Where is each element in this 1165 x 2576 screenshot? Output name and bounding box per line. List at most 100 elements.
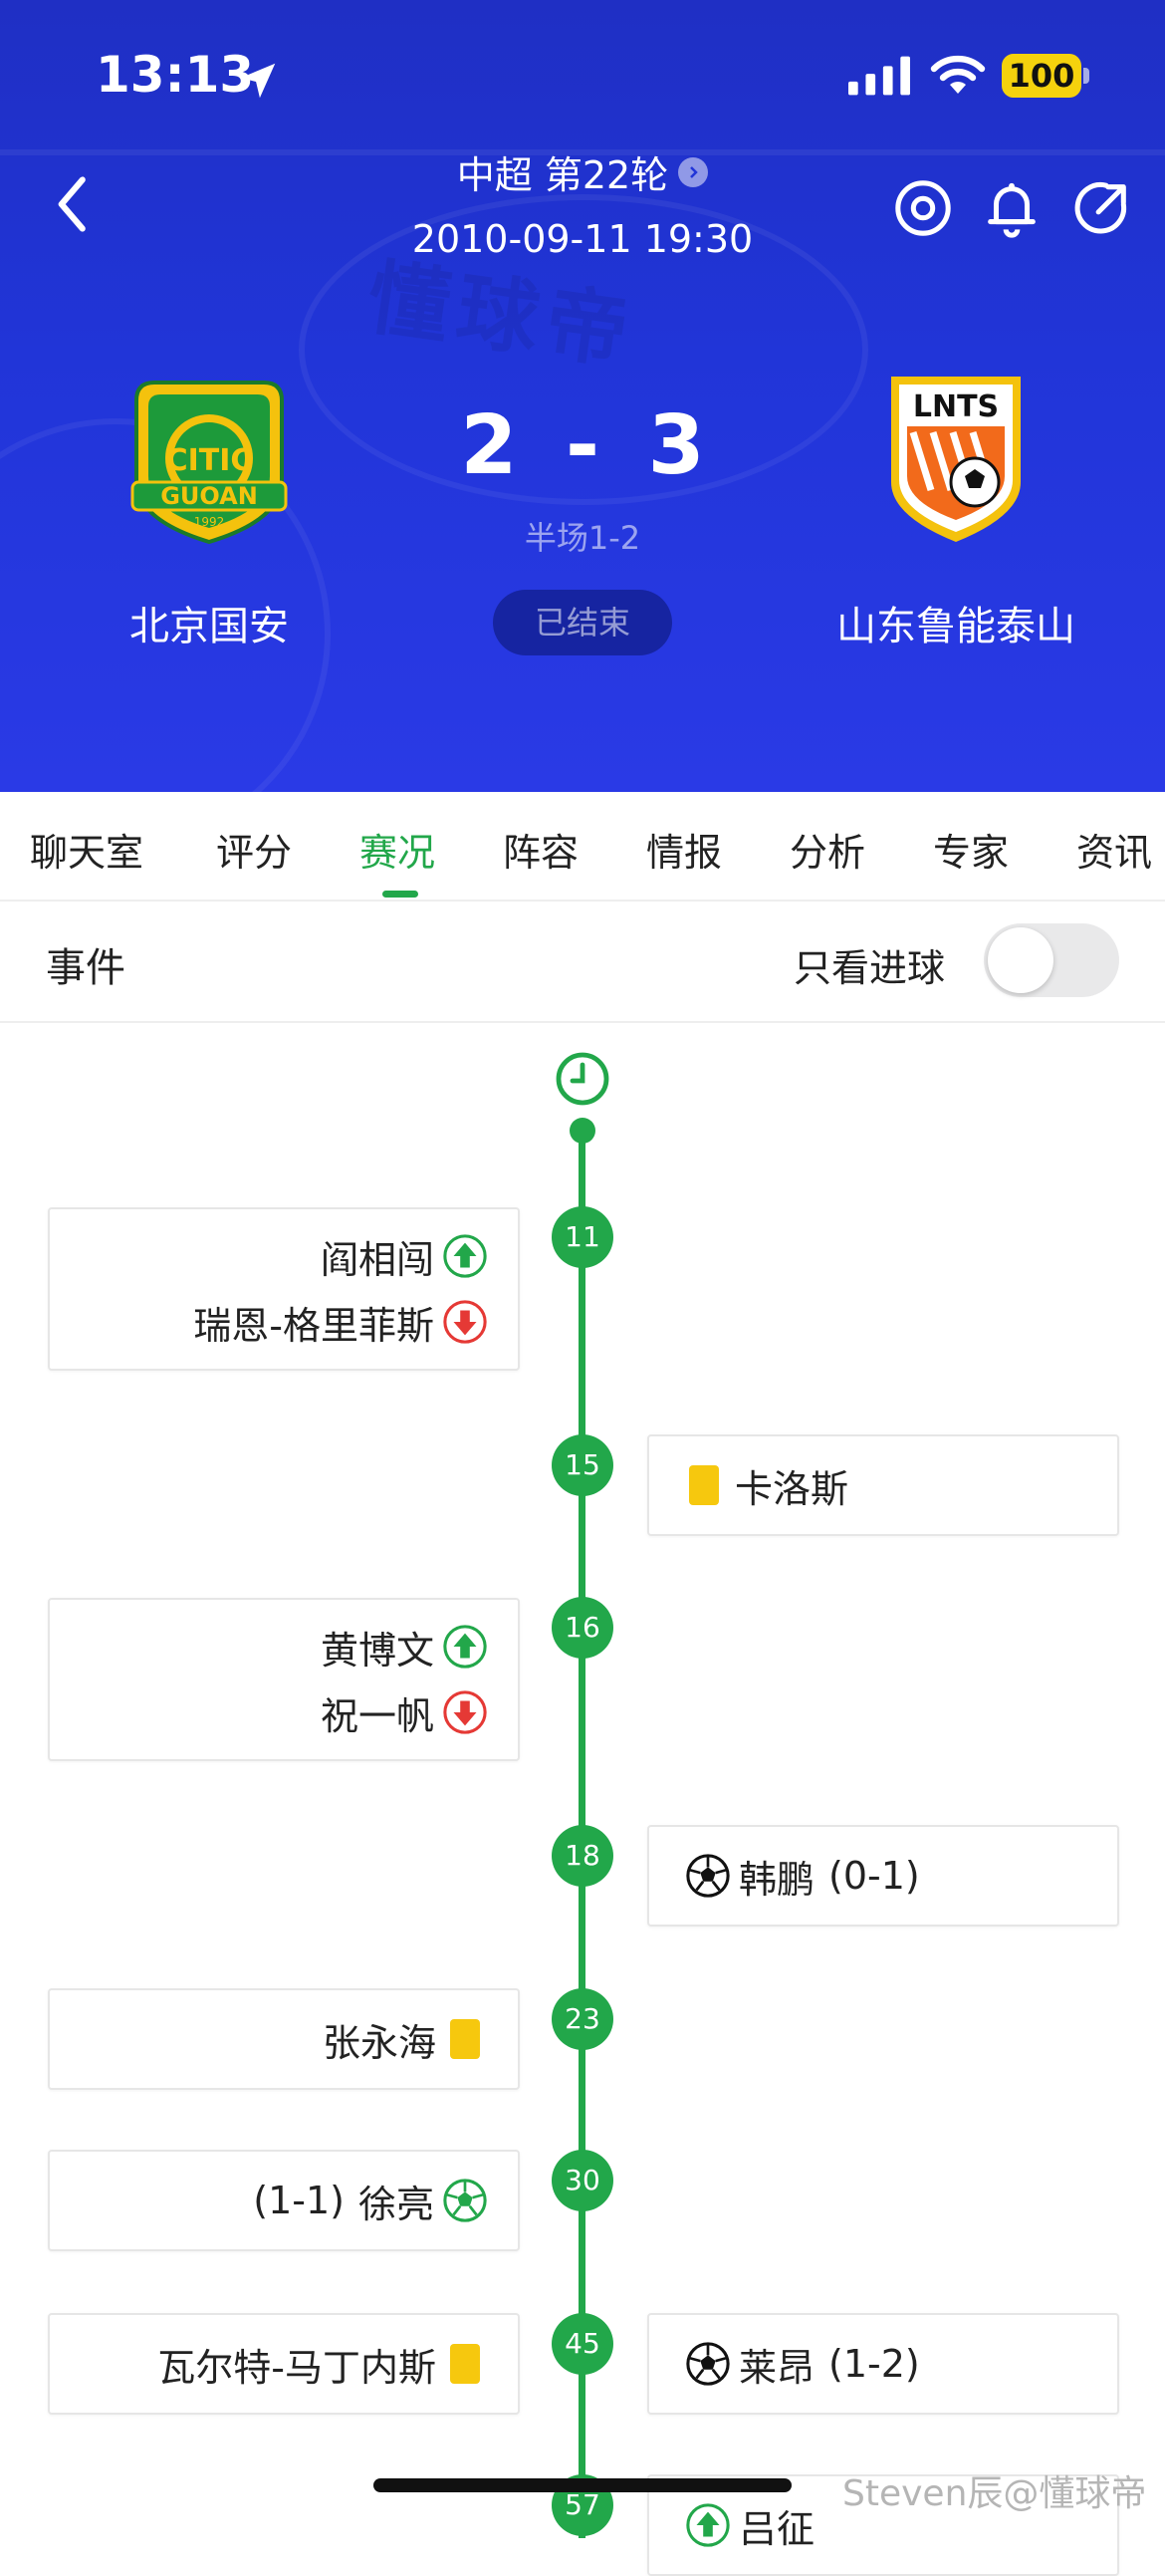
events-header: 事件 只看进球: [0, 902, 1165, 1023]
event-minute: 30: [552, 2150, 613, 2211]
away-logo-text: LNTS: [913, 389, 999, 424]
event-card[interactable]: 瓦尔特-马丁内斯: [48, 2313, 520, 2415]
battery-tip: [1083, 68, 1089, 84]
event-minute: 18: [552, 1825, 613, 1887]
home-team-logo[interactable]: CITIC GUOAN 1992: [124, 371, 294, 550]
round-info[interactable]: 中超 第22轮: [0, 144, 1165, 199]
tab-experts[interactable]: 专家: [933, 831, 1010, 875]
pitch-center-circle: [299, 194, 868, 505]
yellow-card-row: 卡洛斯: [649, 1455, 1117, 1515]
home-team-name[interactable]: 北京国安: [129, 604, 289, 649]
events-title: 事件: [46, 945, 125, 991]
status-time: 13:13: [96, 46, 255, 104]
tab-intel[interactable]: 情报: [646, 831, 723, 875]
yellow-card-icon: [450, 2019, 480, 2059]
football-icon: [443, 2179, 487, 2222]
sub-in-arrow-icon: [686, 2503, 730, 2547]
home-logo-year: 1992: [194, 515, 225, 529]
goal-score: (1-1): [253, 2179, 345, 2222]
location-arrow-icon: [240, 63, 276, 99]
goal-score: (1-2): [828, 2342, 920, 2386]
event-card[interactable]: 张永海: [48, 1988, 520, 2090]
score-home: 2: [460, 398, 518, 493]
goal-score: (0-1): [828, 1854, 920, 1898]
sub-in-arrow-icon: [443, 1234, 487, 1278]
event-minute: 11: [552, 1206, 613, 1268]
active-tab-indicator: [382, 891, 418, 898]
event-minute: 16: [552, 1597, 613, 1659]
player-in-name: 黄博文: [320, 1628, 434, 1673]
chevron-right-icon: [678, 156, 709, 187]
status-bar: 13:13 100: [0, 0, 1165, 149]
event-card[interactable]: 黄博文 祝一帆: [48, 1598, 520, 1761]
svg-text:CITIC: CITIC: [166, 443, 253, 478]
event-card[interactable]: 莱昂 (1-2): [647, 2313, 1119, 2415]
sub-out-arrow-icon: [443, 1300, 487, 1344]
player-name: 瓦尔特-马丁内斯: [157, 2345, 436, 2390]
player-name: 张永海: [322, 2020, 436, 2065]
away-team-logo[interactable]: LNTS: [871, 371, 1041, 550]
away-team-name[interactable]: 山东鲁能泰山: [836, 604, 1075, 649]
football-icon: [686, 2342, 730, 2386]
player-name: 韩鹏: [739, 1857, 816, 1902]
battery-indicator: 100: [1002, 54, 1081, 98]
yellow-card-row: 张永海: [50, 2009, 518, 2069]
wifi-icon: [930, 55, 986, 94]
goal-row: (1-1) 徐亮: [50, 2171, 518, 2230]
sub-out-arrow-icon: [443, 1690, 487, 1734]
back-arrow-icon[interactable]: [44, 169, 104, 239]
sub-out-row: 祝一帆: [50, 1682, 518, 1742]
yellow-card-icon: [689, 1465, 719, 1505]
event-card[interactable]: (1-1) 徐亮: [48, 2150, 520, 2251]
score-separator: -: [565, 398, 600, 493]
goal-row: 莱昂 (1-2): [649, 2334, 1117, 2394]
match-date: 2010-09-11 19:30: [411, 217, 754, 261]
event-card[interactable]: 韩鹏 (0-1): [647, 1825, 1119, 1927]
event-minute: 23: [552, 1988, 613, 2050]
tab-chatroom[interactable]: 聊天室: [30, 831, 144, 875]
credit-watermark: Steven辰@懂球帝: [842, 2473, 1147, 2514]
bell-icon[interactable]: [981, 177, 1043, 239]
tab-lineup[interactable]: 阵容: [503, 831, 580, 875]
goals-only-toggle[interactable]: [984, 923, 1119, 997]
goals-only-label: 只看进球: [794, 946, 946, 990]
event-minute: 15: [552, 1434, 613, 1496]
tab-analysis[interactable]: 分析: [790, 831, 866, 875]
live-target-icon[interactable]: [892, 177, 954, 239]
sub-out-row: 瑞恩-格里菲斯: [50, 1292, 518, 1352]
sub-in-row: 阎相闯: [50, 1226, 518, 1286]
match-score: 2 - 3: [0, 398, 1165, 493]
halftime-score: 半场1-2: [524, 519, 641, 557]
clock-icon: [556, 1052, 609, 1106]
event-minute: 45: [552, 2313, 613, 2375]
player-out-name: 祝一帆: [320, 1693, 434, 1738]
match-status-badge: 已结束: [493, 590, 672, 655]
tab-news[interactable]: 资讯: [1076, 831, 1153, 875]
pitch-line: [0, 149, 1165, 155]
player-out-name: 瑞恩-格里菲斯: [193, 1303, 434, 1348]
player-in-name: 阎相闯: [320, 1237, 434, 1282]
event-card[interactable]: 卡洛斯: [647, 1434, 1119, 1536]
home-indicator[interactable]: [373, 2478, 792, 2492]
sub-in-row: 黄博文: [50, 1617, 518, 1676]
match-header: 懂球帝 13:13 100 中超 第22轮 2010-09-11 1: [0, 0, 1165, 792]
signal-icon: [848, 56, 910, 96]
tab-live[interactable]: 赛况: [359, 831, 436, 875]
player-name: 徐亮: [357, 2182, 434, 2226]
home-logo-text: GUOAN: [160, 482, 258, 510]
goal-row: 韩鹏 (0-1): [649, 1846, 1117, 1906]
tab-ratings[interactable]: 评分: [216, 831, 293, 875]
player-name: 莱昂: [739, 2345, 816, 2390]
tab-bar: 聊天室 评分 赛况 阵容 情报 分析 专家 资讯: [0, 792, 1165, 902]
football-icon: [686, 1854, 730, 1898]
score-away: 3: [647, 398, 705, 493]
yellow-card-icon: [450, 2344, 480, 2384]
round-label: 中超 第22轮: [456, 153, 669, 197]
player-in-name: 吕征: [739, 2506, 816, 2551]
event-card[interactable]: 阎相闯 瑞恩-格里菲斯: [48, 1207, 520, 1371]
yellow-card-row: 瓦尔特-马丁内斯: [50, 2334, 518, 2394]
share-icon[interactable]: [1071, 177, 1133, 239]
player-name: 卡洛斯: [735, 1466, 849, 1511]
timeline-start-dot: [570, 1118, 595, 1144]
toggle-knob: [988, 927, 1053, 993]
